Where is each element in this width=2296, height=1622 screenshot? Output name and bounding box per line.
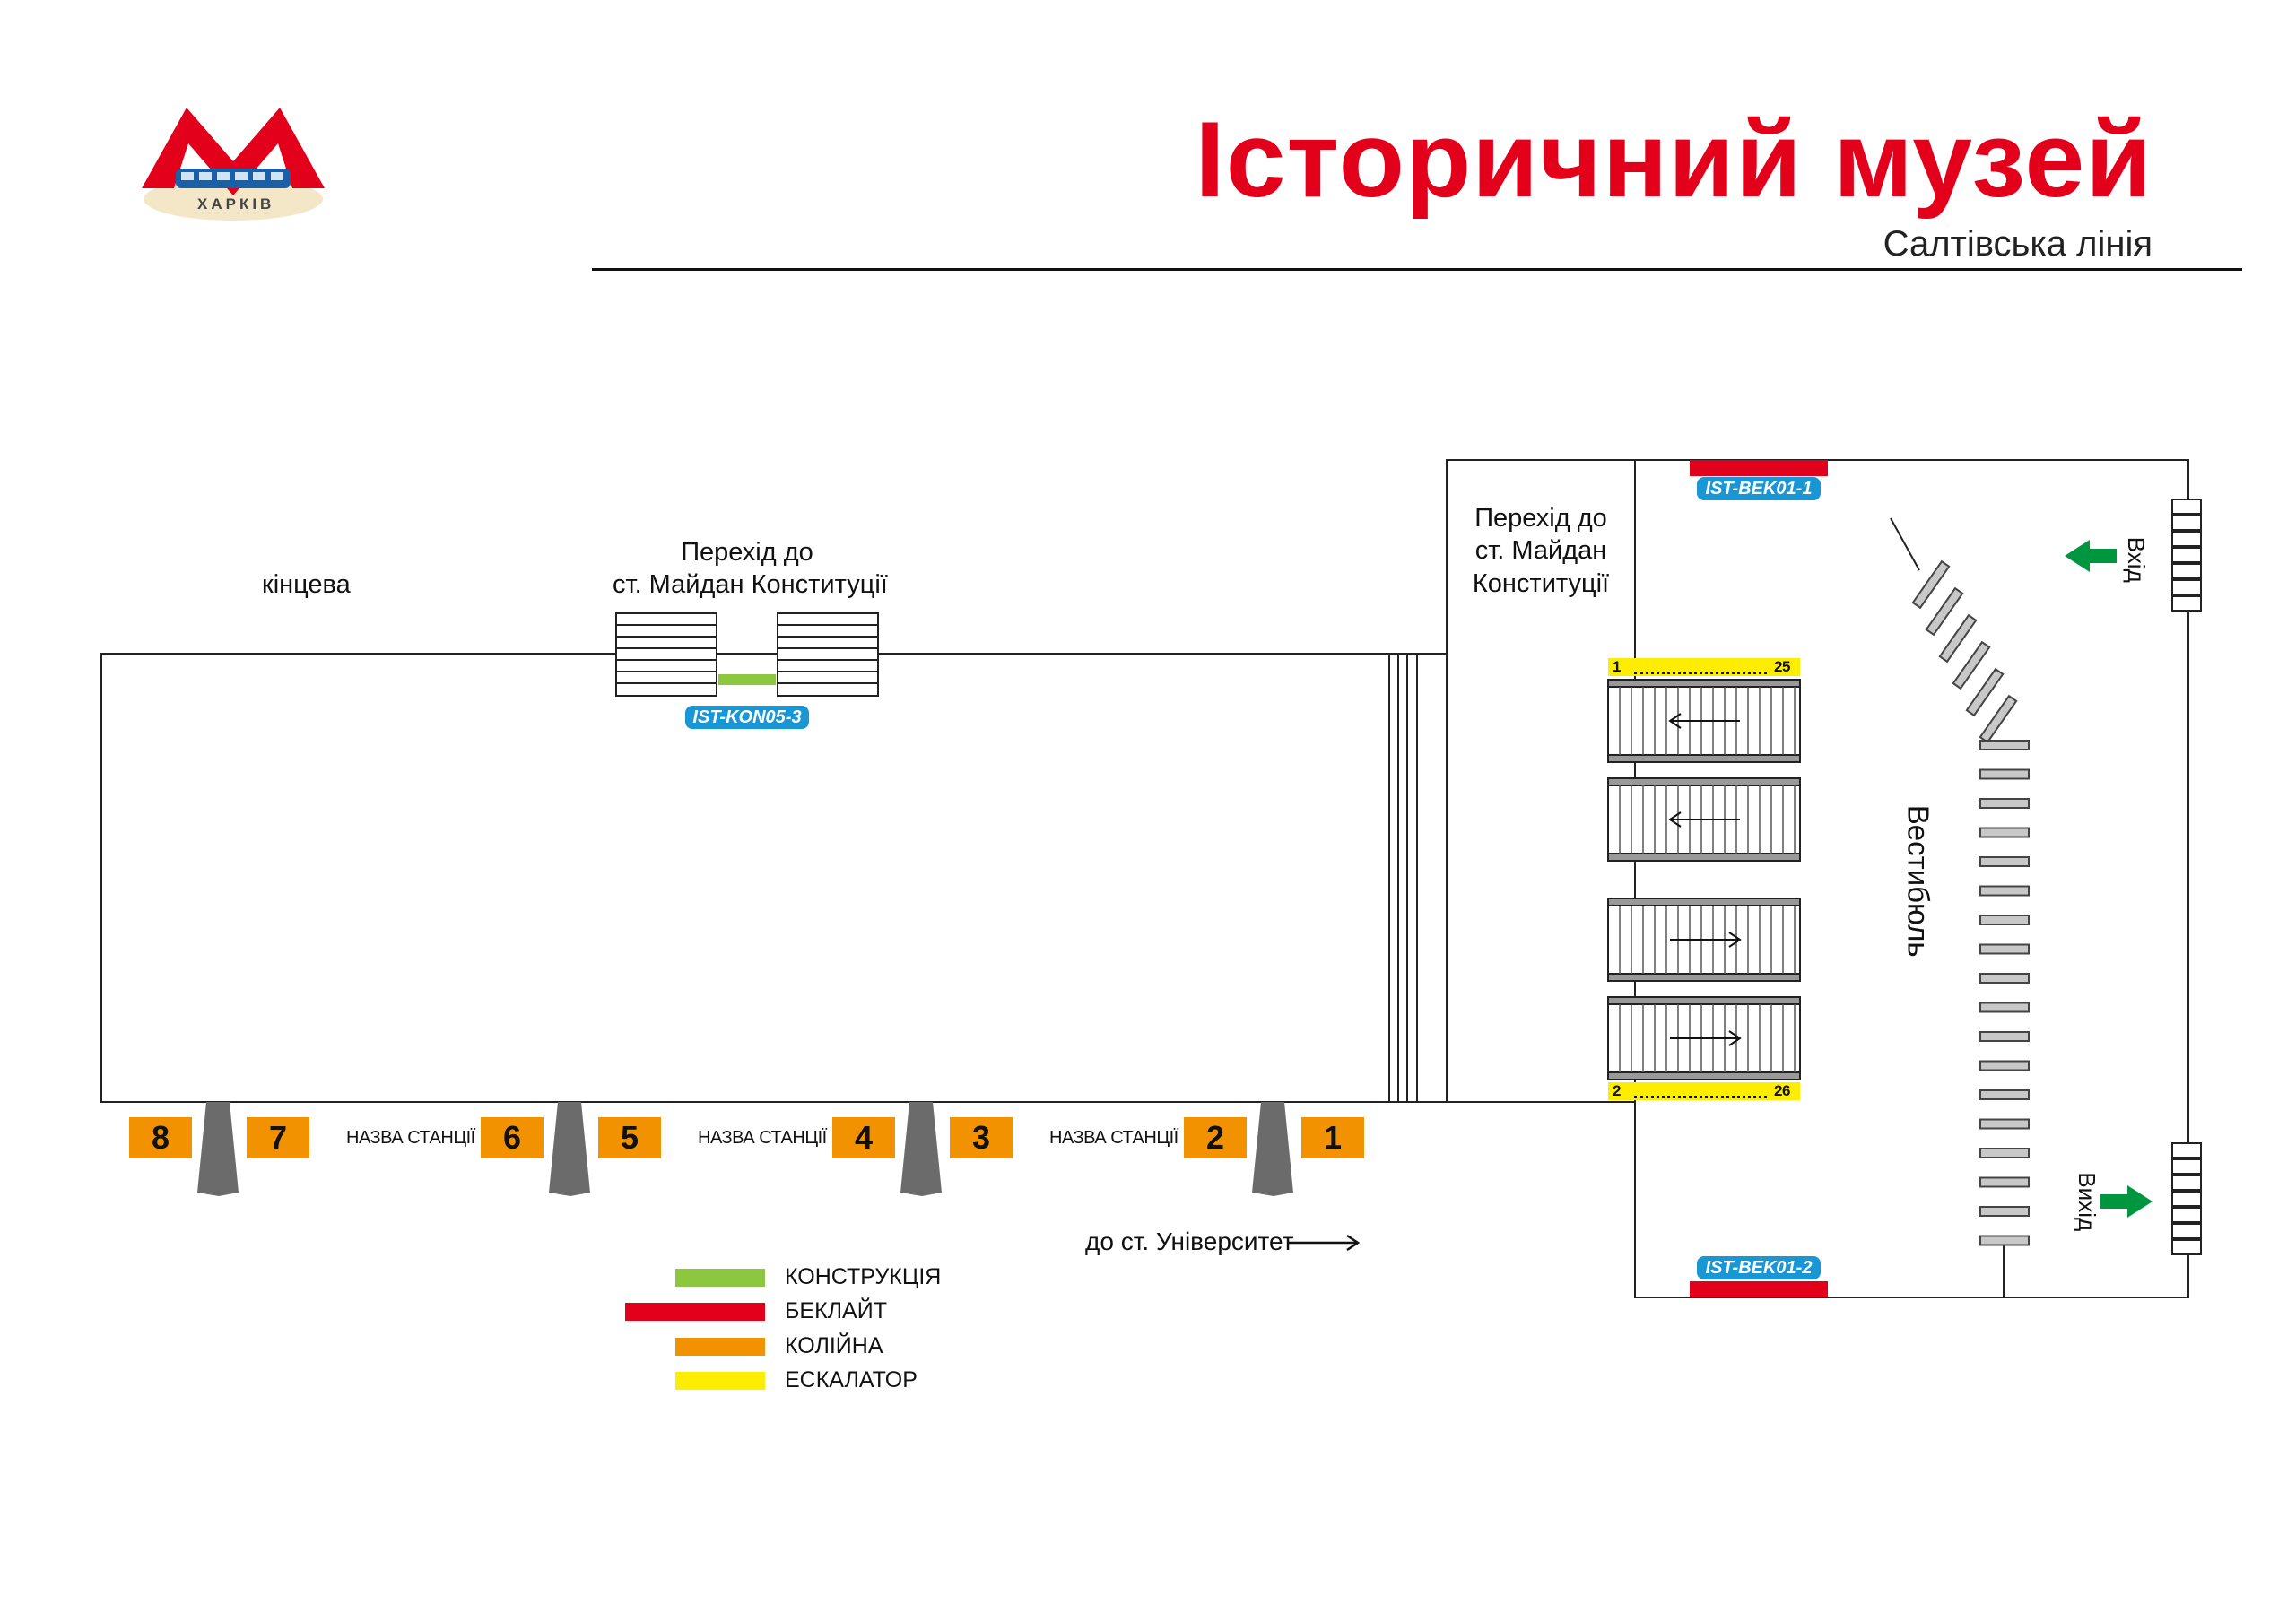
- turnstile: [1979, 1002, 2030, 1013]
- track-number-3: 3: [950, 1117, 1013, 1158]
- escalator-strip-dots-bottom: [1634, 1096, 1767, 1098]
- entrance-arrow-icon: [2065, 540, 2117, 572]
- exit-label: Вихід: [2074, 1172, 2101, 1232]
- direction-arrow-icon: [1288, 1234, 1361, 1252]
- turnstile: [1979, 1235, 2030, 1246]
- construction-marker: [718, 674, 776, 685]
- legend-swatch-escalator: [675, 1372, 765, 1390]
- vestibule-label: Вестибюль: [1901, 804, 1935, 958]
- legend-swatch-track: [675, 1338, 765, 1356]
- exit-arrow-icon: [2100, 1185, 2152, 1218]
- track-number-1: 1: [1301, 1117, 1364, 1158]
- turnstile: [1979, 973, 2030, 984]
- tag-backlight-bottom: IST-BEK01-2: [1697, 1256, 1821, 1279]
- legend-label-track: КОЛІЙНА: [785, 1333, 883, 1358]
- station-name-label: НАЗВА СТАНЦІЇ: [698, 1128, 827, 1148]
- track-number-5: 5: [598, 1117, 661, 1158]
- turnstile: [1965, 667, 2005, 717]
- transfer-label-platform: Перехід до ст. Майдан Конституції: [613, 536, 888, 602]
- turnstile: [1925, 586, 1964, 637]
- legend-swatch-backlight: [625, 1303, 765, 1321]
- entrance-label: Вхід: [2122, 536, 2150, 583]
- legend-label-construction: КОНСТРУКЦІЯ: [785, 1264, 942, 1289]
- turnstile: [1979, 1118, 2030, 1130]
- escalator-strip-bottom-end: 26: [1774, 1082, 1790, 1099]
- turnstile: [1979, 1031, 2030, 1042]
- tag-construction: IST-KON05-3: [685, 706, 809, 729]
- transfer-label-vestibule: Перехід до ст. Майдан Конституції: [1456, 502, 1626, 600]
- turnstile: [1979, 856, 2030, 867]
- entrance-doors: [2171, 499, 2202, 612]
- header-divider: [592, 268, 2242, 271]
- tag-backlight-top: IST-BEK01-1: [1697, 477, 1821, 500]
- exit-doors: [2171, 1142, 2202, 1255]
- line-name: Салтівська лінія: [1883, 224, 2152, 264]
- transfer-label-line: Конституції: [1472, 568, 1610, 598]
- transfer-stairs: [615, 612, 879, 697]
- turnstile: [1979, 1206, 2030, 1217]
- track-number-6: 6: [481, 1117, 544, 1158]
- transfer-label-line: ст. Майдан: [1474, 536, 1607, 566]
- page-title: Історичний музей: [1195, 100, 2152, 220]
- station-name-label: НАЗВА СТАНЦІЇ: [1049, 1128, 1178, 1148]
- turnstile: [1979, 694, 2018, 744]
- turnstile: [1952, 640, 1991, 690]
- turnstile: [1979, 943, 2030, 955]
- turnstile: [1979, 827, 2030, 838]
- track-number-7: 7: [247, 1117, 309, 1158]
- escalator-strip-bottom-start: 2: [1613, 1082, 1621, 1099]
- vestibule-outline: [1634, 459, 2189, 1298]
- backlight-bottom: [1690, 1281, 1828, 1297]
- turnstile: [1979, 1148, 2030, 1158]
- turnstile: [1911, 559, 1951, 610]
- turnstile: [1938, 613, 1978, 664]
- transfer-label-line: ст. Майдан Конституції: [613, 570, 888, 600]
- legend-swatch-construction: [675, 1269, 765, 1287]
- logo-text: ХАРКІВ: [197, 195, 275, 213]
- turnstile: [1979, 768, 2030, 780]
- escalator-strip-top-end: 25: [1774, 658, 1790, 675]
- legend-label-backlight: БЕКЛАЙТ: [785, 1298, 887, 1323]
- escalator-4: [1607, 996, 1801, 1080]
- turnstile: [1979, 740, 2030, 750]
- turnstile: [1979, 885, 2030, 897]
- track-number-8: 8: [129, 1117, 192, 1158]
- turnstile: [1979, 915, 2030, 925]
- terminal-label: кінцева: [262, 570, 351, 599]
- turnstile: [1979, 1176, 2030, 1188]
- escalator-strip-dots-top: [1634, 672, 1767, 674]
- turnstile: [1979, 1089, 2030, 1100]
- transfer-label-line: Перехід до: [681, 538, 813, 567]
- platform-columns: [197, 1102, 1293, 1196]
- turnstile: [1979, 798, 2030, 809]
- escalator-strip-top-start: 1: [1613, 658, 1621, 675]
- track-number-2: 2: [1184, 1117, 1247, 1158]
- track-number-4: 4: [832, 1117, 895, 1158]
- backlight-top: [1690, 460, 1828, 476]
- direction-label: до ст. Університет: [1085, 1227, 1294, 1255]
- station-name-label: НАЗВА СТАНЦІЇ: [346, 1128, 475, 1148]
- metro-logo-icon: [142, 108, 325, 221]
- transfer-label-line: Перехід до: [1474, 504, 1607, 533]
- escalators: [1607, 679, 1801, 1080]
- turnstile: [1979, 1060, 2030, 1071]
- legend-label-escalator: ЕСКАЛАТОР: [785, 1367, 918, 1392]
